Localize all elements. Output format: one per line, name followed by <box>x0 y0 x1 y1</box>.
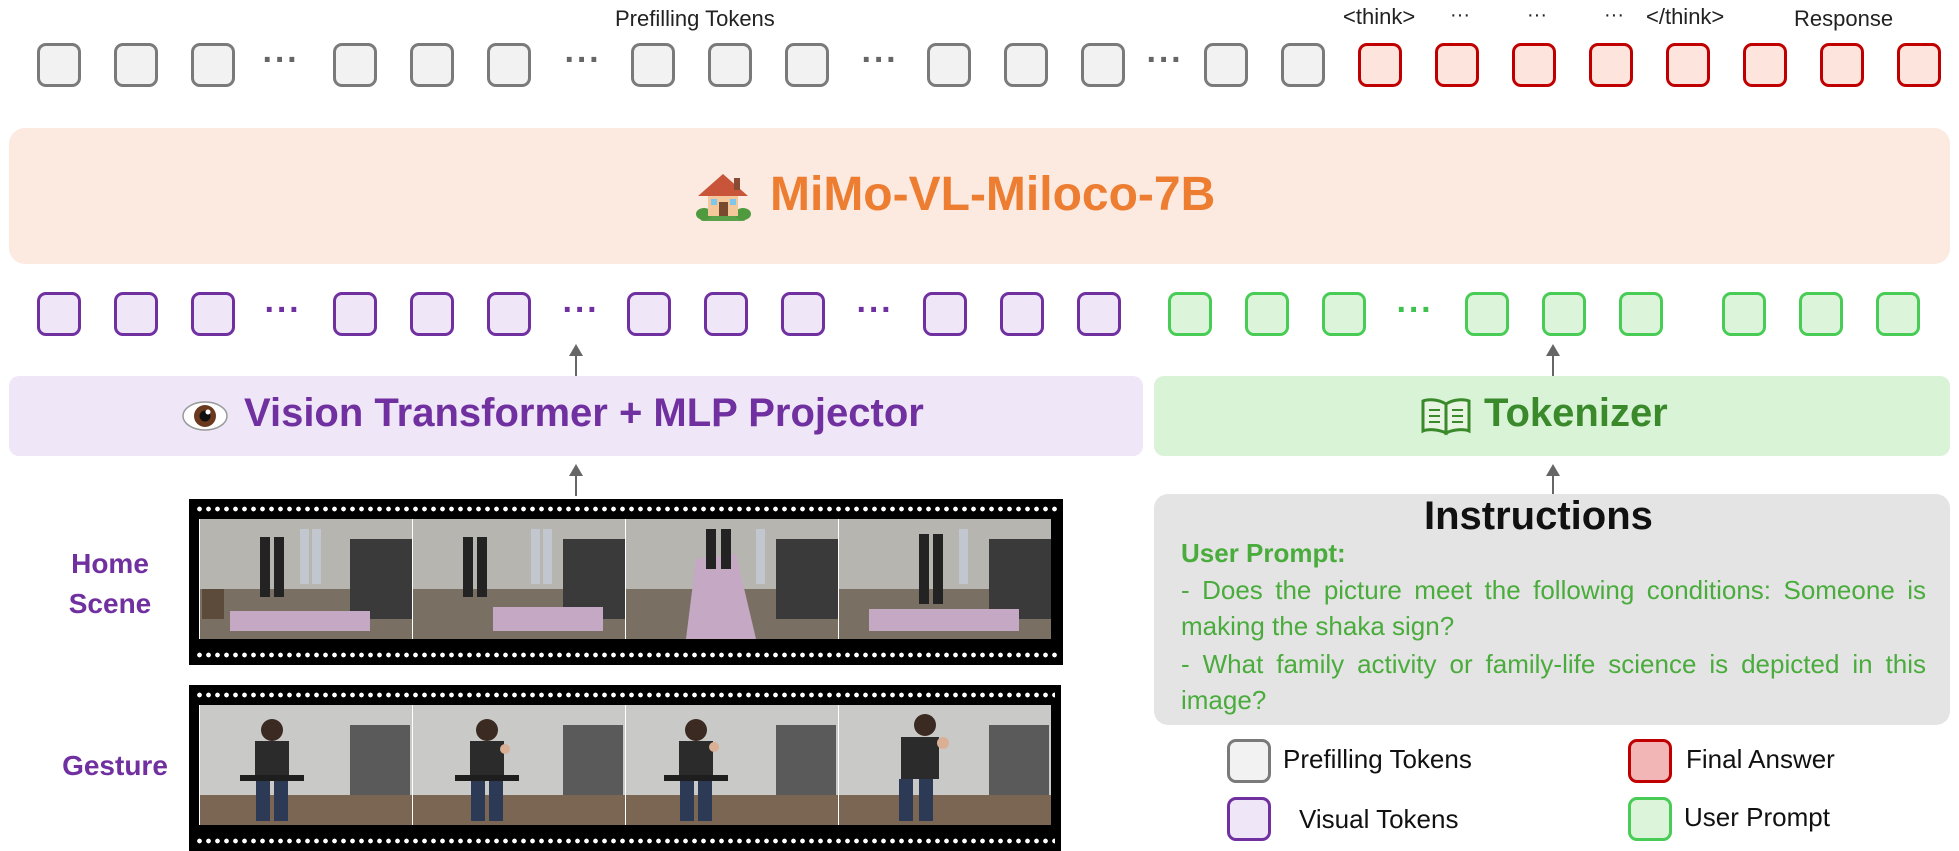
ellipsis-icon: ··· <box>562 291 600 329</box>
legend-visual-label: Visual Tokens <box>1299 804 1459 834</box>
house-icon <box>694 170 752 224</box>
visual-token <box>627 292 671 336</box>
legend-final-answer-label: Final Answer <box>1686 744 1835 774</box>
gesture-frame <box>625 705 838 825</box>
final-answer-token <box>1589 43 1633 87</box>
visual-token <box>1000 292 1044 336</box>
eye-icon <box>180 396 230 436</box>
tokenizer-title: Tokenizer <box>1484 391 1668 435</box>
ellipsis-icon: ··· <box>262 41 300 79</box>
instructions-title: Instructions <box>1424 494 1653 538</box>
visual-token <box>704 292 748 336</box>
visual-token <box>1077 292 1121 336</box>
home-scene-film-strip <box>189 499 1063 665</box>
final-answer-token <box>1358 43 1402 87</box>
user-prompt-token <box>1619 292 1663 336</box>
prefilling-token <box>333 43 377 87</box>
think-dots-1: ··· <box>1450 4 1470 26</box>
final-answer-token <box>1820 43 1864 87</box>
prefilling-token <box>114 43 158 87</box>
instructions-panel <box>1154 494 1950 725</box>
ellipsis-icon: ··· <box>1146 41 1184 79</box>
legend-user-prompt-swatch <box>1628 797 1672 841</box>
prefilling-token <box>1081 43 1125 87</box>
ellipsis-icon: ··· <box>861 41 899 79</box>
final-answer-token <box>1897 43 1941 87</box>
user-prompt-token <box>1168 292 1212 336</box>
prefilling-token <box>708 43 752 87</box>
tokenizer-band <box>1154 376 1950 456</box>
user-prompt-text: - Does the picture meet the following co… <box>1181 575 1926 641</box>
vision-encoder-title: Vision Transformer + MLP Projector <box>244 391 924 435</box>
visual-token <box>487 292 531 336</box>
think-close-label: </think> <box>1646 4 1725 29</box>
think-dots-2: ··· <box>1527 4 1547 26</box>
prefilling-token <box>37 43 81 87</box>
final-answer-token <box>1666 43 1710 87</box>
prefilling-token <box>1004 43 1048 87</box>
visual-token <box>410 292 454 336</box>
user-prompt-label: User Prompt: <box>1181 538 1346 568</box>
visual-token <box>191 292 235 336</box>
visual-token <box>37 292 81 336</box>
think-dots-3: ··· <box>1604 4 1624 26</box>
visual-token <box>923 292 967 336</box>
user-prompt-token <box>1245 292 1289 336</box>
home-scene-frame <box>838 519 1051 639</box>
prefilling-token <box>785 43 829 87</box>
gesture-frame <box>838 705 1051 825</box>
arrow-up-icon <box>569 344 583 376</box>
gesture-frame <box>412 705 625 825</box>
home-scene-frame <box>199 519 412 639</box>
final-answer-token <box>1435 43 1479 87</box>
final-answer-token <box>1743 43 1787 87</box>
legend-prefilling-label: Prefilling Tokens <box>1283 744 1472 774</box>
user-prompt-token <box>1542 292 1586 336</box>
prefilling-token <box>927 43 971 87</box>
gesture-label: Gesture <box>62 750 168 781</box>
visual-token <box>333 292 377 336</box>
book-icon <box>1420 396 1472 436</box>
legend-prefilling-swatch <box>1227 739 1271 783</box>
model-title: MiMo-VL-Miloco-7B <box>770 168 1216 221</box>
prefilling-token <box>191 43 235 87</box>
prefilling-token <box>487 43 531 87</box>
user-prompt-text: - What family activity or family-life sc… <box>1181 649 1926 715</box>
visual-token <box>781 292 825 336</box>
home-scene-frame <box>625 519 838 639</box>
user-prompt-token <box>1876 292 1920 336</box>
user-prompt-token <box>1465 292 1509 336</box>
prefilling-token <box>631 43 675 87</box>
prefilling-token <box>1281 43 1325 87</box>
final-answer-token <box>1512 43 1556 87</box>
response-label: Response <box>1794 6 1894 31</box>
prefilling-token <box>1204 43 1248 87</box>
arrow-up-icon <box>1546 344 1560 376</box>
ellipsis-icon: ··· <box>856 291 894 329</box>
gesture-film-strip <box>189 685 1061 851</box>
gesture-frame <box>199 705 412 825</box>
prefilling-token <box>410 43 454 87</box>
visual-token <box>114 292 158 336</box>
home-scene-frame <box>412 519 625 639</box>
user-prompt-token <box>1322 292 1366 336</box>
ellipsis-icon: ··· <box>564 41 602 79</box>
legend-visual-swatch <box>1227 797 1271 841</box>
ellipsis-icon: ··· <box>264 291 302 329</box>
legend-final-answer-swatch <box>1628 739 1672 783</box>
home-scene-label: Home Scene <box>68 548 152 619</box>
ellipsis-icon: ··· <box>1396 291 1434 329</box>
prefilling-tokens-label: Prefilling Tokens <box>615 6 775 31</box>
legend-user-prompt-label: User Prompt <box>1684 802 1830 832</box>
think-open-label: <think> <box>1343 4 1416 29</box>
model-band <box>9 128 1950 264</box>
arrow-up-icon <box>569 464 583 496</box>
arrow-up-icon <box>1546 464 1560 496</box>
user-prompt-token <box>1799 292 1843 336</box>
user-prompt-token <box>1722 292 1766 336</box>
